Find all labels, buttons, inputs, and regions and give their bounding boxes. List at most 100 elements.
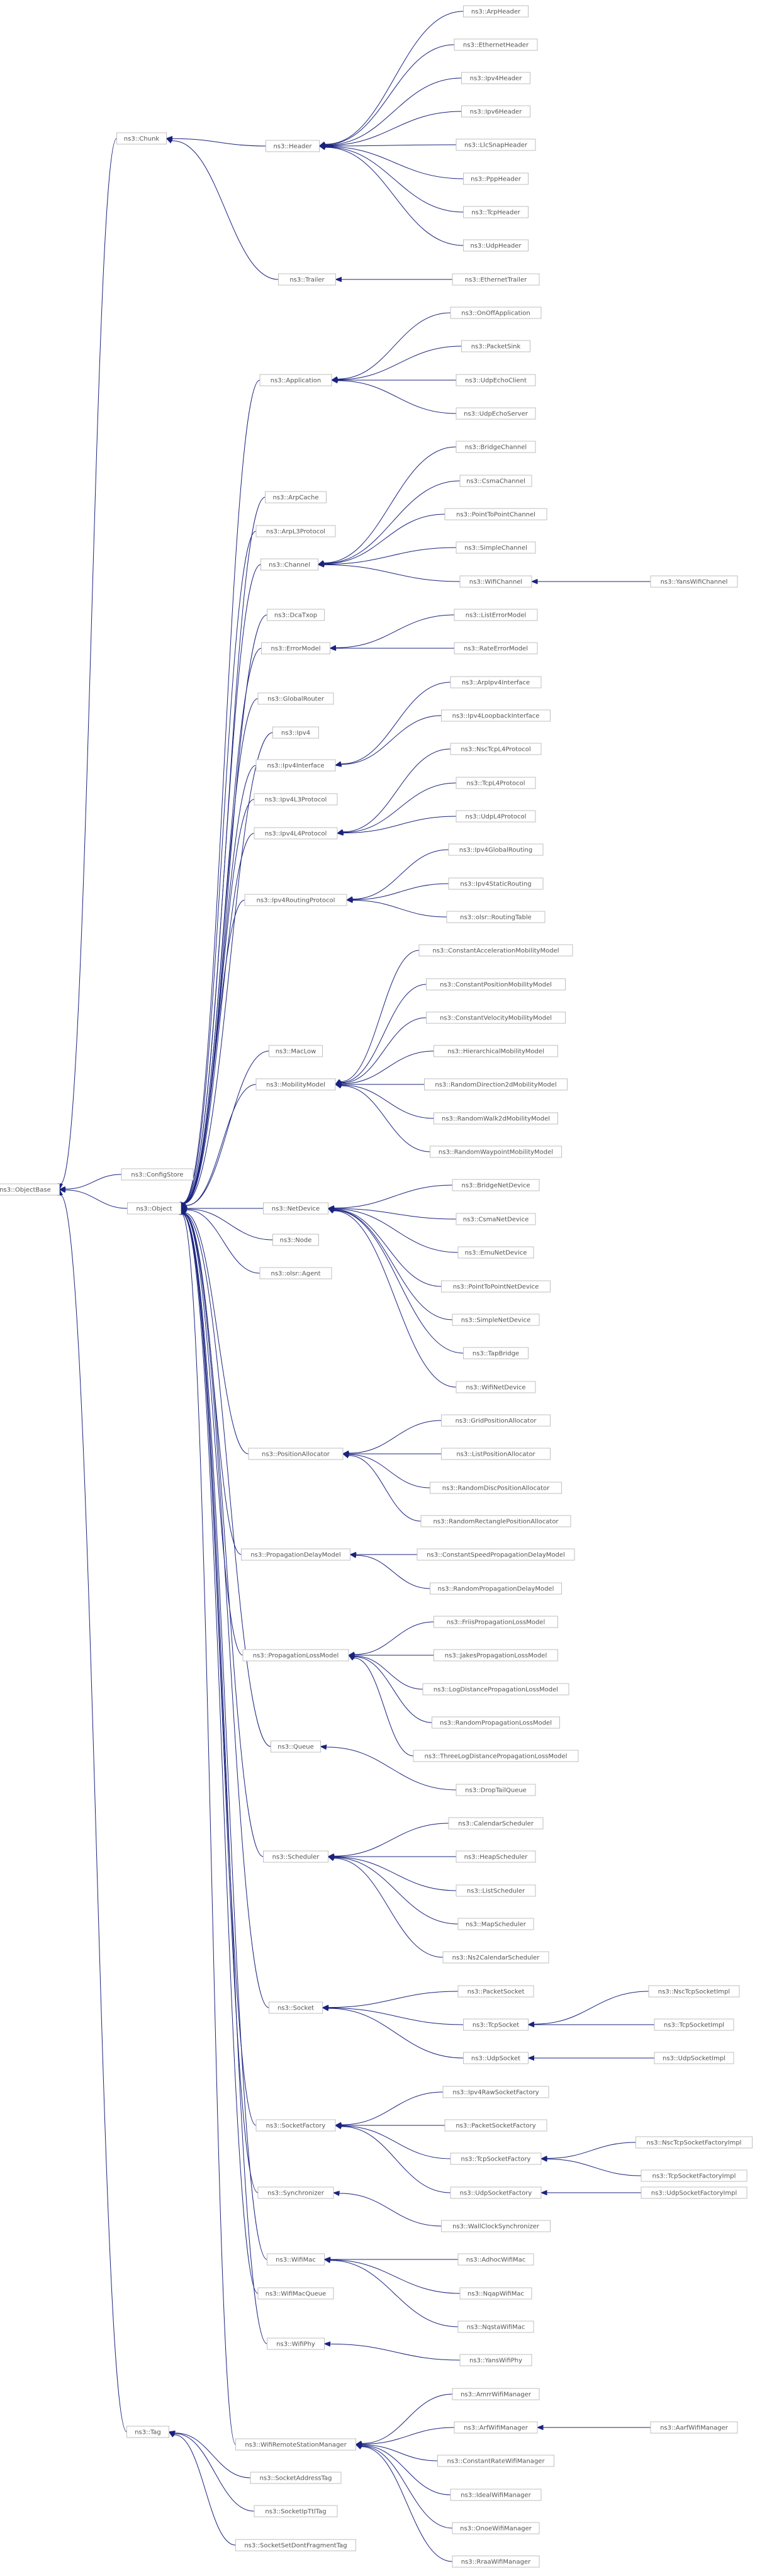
class-node-ipv4-static-routing[interactable]: ns3::Ipv4StaticRouting <box>448 877 544 890</box>
class-node-packet-socket[interactable]: ns3::PacketSocket <box>457 1985 534 1998</box>
class-node-socket-set-dont-fragment-tag[interactable]: ns3::SocketSetDontFragmentTag <box>235 2539 356 2551</box>
class-node-grid-position-allocator[interactable]: ns3::GridPositionAllocator <box>441 1414 551 1427</box>
class-node-arp-cache[interactable]: ns3::ArpCache <box>265 491 327 503</box>
class-node-wall-clock-synchronizer[interactable]: ns3::WallClockSynchronizer <box>441 2220 551 2232</box>
class-node-wifi-net-device[interactable]: ns3::WifiNetDevice <box>456 1381 536 1393</box>
class-node-wifi-channel[interactable]: ns3::WifiChannel <box>459 575 532 588</box>
class-node-tag[interactable]: ns3::Tag <box>126 2426 169 2438</box>
class-node-three-log-distance-propagation-loss-model[interactable]: ns3::ThreeLogDistancePropagationLossMode… <box>413 1750 579 1762</box>
class-node-constant-acceleration-mobility-model[interactable]: ns3::ConstantAccelerationMobilityModel <box>418 944 573 957</box>
class-node-adhoc-wifi-mac[interactable]: ns3::AdhocWifiMac <box>457 2253 534 2266</box>
class-node-packet-sink[interactable]: ns3::PacketSink <box>461 340 530 352</box>
class-node-error-model[interactable]: ns3::ErrorModel <box>261 642 330 655</box>
class-node-yans-wifi-channel[interactable]: ns3::YansWifiChannel <box>650 575 738 588</box>
class-node-random-direction2d-mobility-model[interactable]: ns3::RandomDirection2dMobilityModel <box>424 1078 568 1091</box>
class-node-wifi-mac[interactable]: ns3::WifiMac <box>267 2253 325 2266</box>
class-node-udp-socket[interactable]: ns3::UdpSocket <box>463 2052 529 2064</box>
class-node-constant-velocity-mobility-model[interactable]: ns3::ConstantVelocityMobilityModel <box>426 1011 566 1024</box>
class-node-olsr-agent[interactable]: ns3::olsr::Agent <box>259 1267 332 1280</box>
class-node-socket-factory[interactable]: ns3::SocketFactory <box>255 2119 336 2132</box>
class-node-channel[interactable]: ns3::Channel <box>260 558 318 571</box>
class-node-bridge-net-device[interactable]: ns3::BridgeNetDevice <box>452 1179 540 1191</box>
class-node-application[interactable]: ns3::Application <box>259 374 332 386</box>
class-node-node[interactable]: ns3::Node <box>272 1234 319 1246</box>
class-node-socket-ip-ttl-tag[interactable]: ns3::SocketIpTtlTag <box>254 2505 338 2517</box>
class-node-point-to-point-net-device[interactable]: ns3::PointToPointNetDevice <box>441 1280 551 1293</box>
class-node-llc-snap-header[interactable]: ns3::LlcSnapHeader <box>456 138 536 151</box>
class-node-list-position-allocator[interactable]: ns3::ListPositionAllocator <box>441 1448 551 1460</box>
class-node-propagation-delay-model[interactable]: ns3::PropagationDelayModel <box>241 1548 350 1561</box>
class-node-csma-net-device[interactable]: ns3::CsmaNetDevice <box>456 1213 536 1225</box>
class-node-tcp-socket[interactable]: ns3::TcpSocket <box>463 2018 529 2031</box>
class-node-csma-channel[interactable]: ns3::CsmaChannel <box>459 475 532 487</box>
class-node-ideal-wifi-manager[interactable]: ns3::IdealWifiManager <box>450 2489 542 2501</box>
class-node-trailer[interactable]: ns3::Trailer <box>278 273 336 286</box>
class-node-ipv6-header[interactable]: ns3::Ipv6Header <box>461 105 530 118</box>
class-node-udp-echo-client[interactable]: ns3::UdpEchoClient <box>456 374 536 386</box>
class-node-wifi-phy[interactable]: ns3::WifiPhy <box>267 2337 325 2350</box>
class-node-ethernet-trailer[interactable]: ns3::EthernetTrailer <box>452 273 540 286</box>
class-node-bridge-channel[interactable]: ns3::BridgeChannel <box>456 441 536 453</box>
class-node-object-base[interactable]: ns3::ObjectBase <box>0 1183 60 1196</box>
class-node-synchronizer[interactable]: ns3::Synchronizer <box>257 2186 334 2199</box>
class-node-on-off-application[interactable]: ns3::OnOffApplication <box>450 307 542 319</box>
class-node-nsc-tcp-socket-factory-impl[interactable]: ns3::NscTcpSocketFactoryImpl <box>635 2136 753 2149</box>
class-node-ipv4-raw-socket-factory[interactable]: ns3::Ipv4RawSocketFactory <box>442 2086 549 2098</box>
class-node-mac-low[interactable]: ns3::MacLow <box>269 1045 323 1057</box>
class-node-ns2-calendar-scheduler[interactable]: ns3::Ns2CalendarScheduler <box>442 1951 549 1964</box>
class-node-amrr-wifi-manager[interactable]: ns3::AmrrWifiManager <box>452 2388 540 2400</box>
class-node-ipv4-interface[interactable]: ns3::Ipv4Interface <box>255 759 336 772</box>
class-node-arp-ipv4-interface[interactable]: ns3::ArpIpv4Interface <box>450 676 542 689</box>
class-node-nsc-tcp-socket-impl[interactable]: ns3::NscTcpSocketImpl <box>648 1985 740 1998</box>
class-node-simple-net-device[interactable]: ns3::SimpleNetDevice <box>452 1313 540 1326</box>
class-node-udp-socket-impl[interactable]: ns3::UdpSocketImpl <box>654 2052 734 2064</box>
class-node-random-disc-position-allocator[interactable]: ns3::RandomDiscPositionAllocator <box>430 1482 562 1494</box>
class-node-map-scheduler[interactable]: ns3::MapScheduler <box>457 1918 534 1930</box>
class-node-object[interactable]: ns3::Object <box>127 1202 181 1215</box>
class-node-heap-scheduler[interactable]: ns3::HeapScheduler <box>456 1850 536 1863</box>
class-node-tcp-l4-protocol[interactable]: ns3::TcpL4Protocol <box>456 777 536 789</box>
class-node-tcp-socket-factory[interactable]: ns3::TcpSocketFactory <box>450 2152 542 2165</box>
class-node-rraa-wifi-manager[interactable]: ns3::RraaWifiManager <box>452 2555 540 2568</box>
class-node-random-walk2d-mobility-model[interactable]: ns3::RandomWalk2dMobilityModel <box>434 1112 558 1125</box>
class-node-global-router[interactable]: ns3::GlobalRouter <box>257 692 334 705</box>
class-node-simple-channel[interactable]: ns3::SimpleChannel <box>456 541 536 554</box>
class-node-arp-l3-protocol[interactable]: ns3::ArpL3Protocol <box>255 525 336 537</box>
class-node-wifi-mac-queue[interactable]: ns3::WifiMacQueue <box>257 2287 334 2300</box>
class-node-udp-l4-protocol[interactable]: ns3::UdpL4Protocol <box>456 810 536 823</box>
class-node-random-propagation-delay-model[interactable]: ns3::RandomPropagationDelayModel <box>430 1582 562 1595</box>
class-node-chunk[interactable]: ns3::Chunk <box>116 132 167 145</box>
class-node-udp-header[interactable]: ns3::UdpHeader <box>463 239 529 252</box>
class-node-queue[interactable]: ns3::Queue <box>271 1740 321 1753</box>
class-node-nqap-wifi-mac[interactable]: ns3::NqapWifiMac <box>459 2287 532 2300</box>
class-node-tcp-header[interactable]: ns3::TcpHeader <box>463 206 529 218</box>
class-node-rate-error-model[interactable]: ns3::RateErrorModel <box>454 642 538 655</box>
class-node-propagation-loss-model[interactable]: ns3::PropagationLossModel <box>242 1649 349 1662</box>
class-node-arp-header[interactable]: ns3::ArpHeader <box>463 5 529 18</box>
class-node-socket[interactable]: ns3::Socket <box>269 2001 323 2014</box>
class-node-yans-wifi-phy[interactable]: ns3::YansWifiPhy <box>459 2354 532 2366</box>
class-node-hierarchical-mobility-model[interactable]: ns3::HierarchicalMobilityModel <box>434 1045 558 1057</box>
class-node-ethernet-header[interactable]: ns3::EthernetHeader <box>454 38 538 51</box>
class-node-friis-propagation-loss-model[interactable]: ns3::FriisPropagationLossModel <box>434 1616 558 1628</box>
class-node-header[interactable]: ns3::Header <box>266 140 320 152</box>
class-node-calendar-scheduler[interactable]: ns3::CalendarScheduler <box>448 1817 544 1830</box>
class-node-olsr-routing-table[interactable]: ns3::olsr::RoutingTable <box>446 911 546 923</box>
class-node-tcp-socket-impl[interactable]: ns3::TcpSocketImpl <box>654 2018 734 2031</box>
class-node-log-distance-propagation-loss-model[interactable]: ns3::LogDistancePropagationLossModel <box>422 1683 569 1696</box>
class-node-ipv4-l3-protocol[interactable]: ns3::Ipv4L3Protocol <box>254 793 338 806</box>
class-node-mobility-model[interactable]: ns3::MobilityModel <box>255 1078 336 1091</box>
class-node-config-store[interactable]: ns3::ConfigStore <box>121 1168 194 1181</box>
class-node-nqsta-wifi-mac[interactable]: ns3::NqstaWifiMac <box>457 2320 534 2333</box>
class-node-constant-rate-wifi-manager[interactable]: ns3::ConstantRateWifiManager <box>437 2455 554 2467</box>
class-node-dca-txop[interactable]: ns3::DcaTxop <box>267 609 325 621</box>
class-node-tap-bridge[interactable]: ns3::TapBridge <box>463 1347 529 1359</box>
class-node-nsc-tcp-l4-protocol[interactable]: ns3::NscTcpL4Protocol <box>450 743 542 755</box>
class-node-ipv4[interactable]: ns3::Ipv4 <box>272 726 319 739</box>
class-node-emu-net-device[interactable]: ns3::EmuNetDevice <box>457 1246 534 1259</box>
class-node-scheduler[interactable]: ns3::Scheduler <box>263 1850 328 1863</box>
class-node-constant-speed-propagation-delay-model[interactable]: ns3::ConstantSpeedPropagationDelayModel <box>417 1548 575 1561</box>
class-node-packet-socket-factory[interactable]: ns3::PacketSocketFactory <box>444 2119 547 2132</box>
class-node-udp-echo-server[interactable]: ns3::UdpEchoServer <box>456 407 536 420</box>
class-node-constant-position-mobility-model[interactable]: ns3::ConstantPositionMobilityModel <box>426 978 566 991</box>
